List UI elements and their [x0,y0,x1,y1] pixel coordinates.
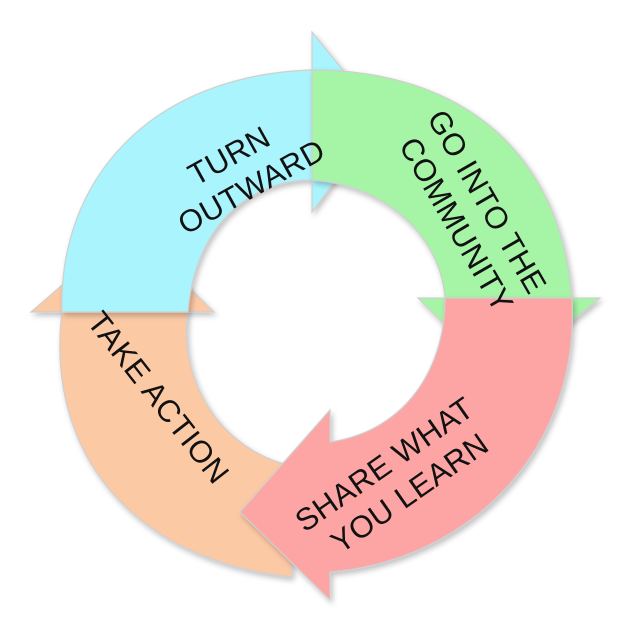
segment-share-what-you-learn [239,297,573,602]
arrow-share-what-you-learn [239,297,573,602]
